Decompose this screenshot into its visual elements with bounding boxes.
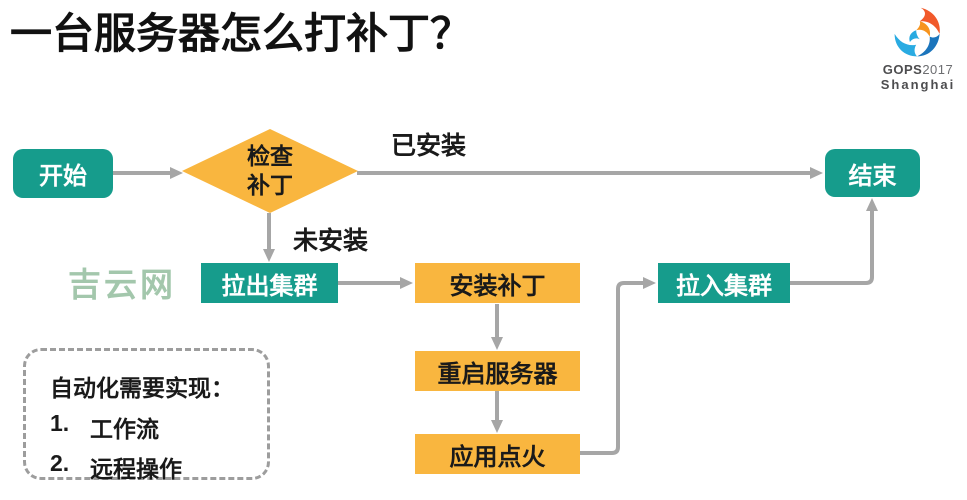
note-item-1-number: 1.	[50, 410, 70, 436]
logo-text-shanghai: Shanghai	[880, 77, 956, 92]
flow-node-start: 开始	[13, 149, 113, 198]
edge-ignite-to-pullin	[580, 277, 656, 455]
edge-label-not-installed: 未安装	[293, 227, 369, 255]
logo-text-gops: GOPS	[882, 62, 923, 77]
logo-text-year: 2017	[922, 62, 954, 77]
flow-node-app-ignite: 应用点火	[415, 434, 580, 474]
gops-logo: GOPS2017 Shanghai	[875, 6, 961, 92]
note-item-2-number: 2.	[50, 450, 70, 476]
note-item-1-text: 工作流	[90, 416, 159, 442]
flow-node-pull-in-cluster: 拉入集群	[658, 263, 790, 303]
watermark-text: 吉云网	[68, 266, 176, 303]
flow-node-restart-server: 重启服务器	[415, 351, 580, 391]
edge-pullin-to-end	[790, 198, 878, 285]
decision-label-line1: 检查	[247, 143, 293, 170]
flow-node-install-patch: 安装补丁	[415, 263, 580, 303]
flow-node-end: 结束	[825, 149, 920, 197]
automation-note-box: 自动化需要实现： 1. 工作流 2. 远程操作	[23, 348, 270, 482]
note-heading: 自动化需要实现：	[50, 375, 234, 401]
decision-label-line2: 补丁	[247, 172, 293, 198]
flow-node-pull-out-cluster: 拉出集群	[201, 263, 338, 303]
gops-swirl-icon	[894, 7, 940, 57]
flow-node-decision: 检查 补丁	[182, 129, 358, 213]
edge-label-installed: 已安装	[391, 132, 467, 160]
note-item-2: 2. 远程操作	[50, 450, 267, 484]
page-title: 一台服务器怎么打补丁？	[10, 10, 473, 57]
note-item-1: 1. 工作流	[50, 410, 267, 444]
note-item-2-text: 远程操作	[90, 456, 182, 482]
logo-text-gops2017: GOPS2017	[875, 62, 961, 77]
